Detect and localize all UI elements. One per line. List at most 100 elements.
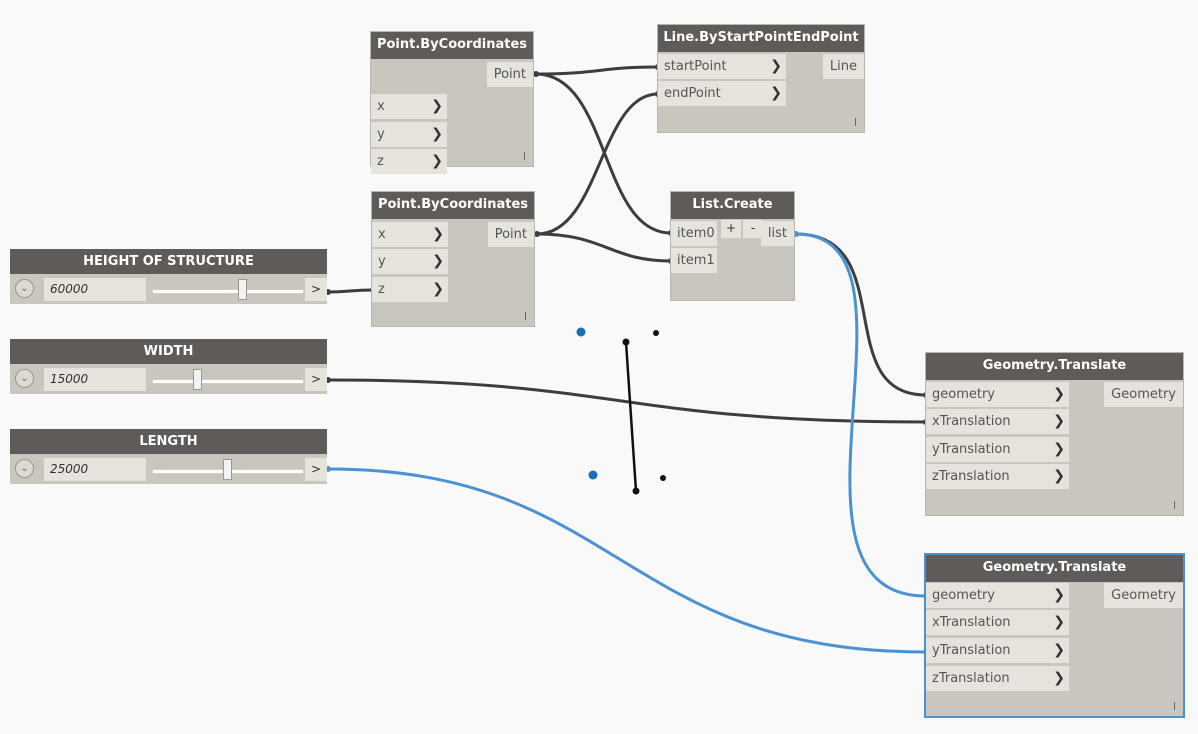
output-port-point[interactable]: Point [487, 222, 534, 247]
slider-value[interactable]: 15000 [44, 368, 146, 391]
chevron-right-icon: ❯ [770, 58, 782, 74]
slider-body: ⌄ 60000 > [10, 276, 327, 303]
node-title[interactable]: List.Create [671, 192, 794, 219]
resize-handle-icon[interactable] [855, 118, 856, 126]
slider-value[interactable]: 60000 [44, 278, 146, 301]
input-port-ztranslation[interactable]: zTranslation ❯ [926, 666, 1069, 691]
input-port-geometry[interactable]: geometry ❯ [926, 583, 1069, 608]
input-port-endpoint[interactable]: endPoint ❯ [658, 81, 786, 106]
length-slider[interactable]: LENGTH ⌄ 25000 > [10, 429, 327, 484]
input-port-y[interactable]: y ❯ [371, 122, 447, 147]
chevron-right-icon: ❯ [432, 253, 444, 269]
input-port-xtranslation[interactable]: xTranslation ❯ [926, 409, 1069, 434]
preview-point [660, 475, 666, 481]
line-by-start-point-end-point-node[interactable]: Line.ByStartPointEndPoint startPoint ❯ e… [658, 25, 864, 132]
node-title[interactable]: Geometry.Translate [926, 353, 1183, 380]
input-port-x[interactable]: x ❯ [372, 222, 448, 247]
input-port-ztranslation[interactable]: zTranslation ❯ [926, 464, 1069, 489]
slider-thumb[interactable] [193, 369, 202, 390]
output-port[interactable]: > [305, 368, 327, 391]
geometry-translate-node-1[interactable]: Geometry.Translate geometry ❯ xTranslati… [926, 353, 1183, 515]
add-input-button[interactable]: + [721, 220, 741, 238]
chevron-right-icon: ❯ [1053, 587, 1065, 603]
input-port-item0[interactable]: item0 [671, 221, 717, 246]
output-port-geometry[interactable]: Geometry [1104, 583, 1183, 608]
wire-point2-to-item1 [536, 232, 672, 263]
input-port-z[interactable]: z ❯ [371, 149, 447, 174]
port-label: y [378, 254, 386, 269]
geometry-translate-node-2[interactable]: Geometry.Translate geometry ❯ xTranslati… [924, 553, 1185, 718]
slider-track[interactable] [152, 289, 304, 294]
input-port-item1[interactable]: item1 [671, 248, 717, 273]
slider-title[interactable]: WIDTH [10, 339, 327, 364]
port-label: xTranslation [932, 414, 1011, 429]
height-of-structure-slider[interactable]: HEIGHT OF STRUCTURE ⌄ 60000 > [10, 249, 327, 304]
preview-point [632, 487, 640, 495]
slider-thumb[interactable] [238, 279, 247, 300]
preview-point [622, 338, 630, 346]
input-port-startpoint[interactable]: startPoint ❯ [658, 54, 786, 79]
output-port-point[interactable]: Point [486, 62, 533, 87]
output-port-geometry[interactable]: Geometry [1104, 382, 1183, 407]
slider-thumb[interactable] [223, 459, 232, 480]
port-label: yTranslation [932, 442, 1011, 457]
expand-chevron-icon[interactable]: ⌄ [15, 459, 34, 478]
chevron-right-icon: ❯ [1053, 642, 1065, 658]
point-by-coordinates-node-2[interactable]: Point.ByCoordinates x ❯ y ❯ z ❯ Point [372, 192, 534, 326]
input-port-ytranslation[interactable]: yTranslation ❯ [926, 437, 1069, 462]
preview-point-selected [588, 470, 598, 480]
wire-list-to-geometry1 [795, 232, 927, 397]
slider-track[interactable] [152, 379, 304, 384]
wire-height-to-z [327, 288, 374, 294]
slider-title[interactable]: LENGTH [10, 429, 327, 454]
expand-chevron-icon[interactable]: ⌄ [15, 279, 34, 298]
wire-list-to-geometry2 [795, 232, 927, 598]
port-label: geometry [932, 588, 996, 603]
port-dot [533, 71, 539, 77]
port-label: endPoint [664, 86, 721, 101]
resize-handle-icon[interactable] [1174, 702, 1175, 710]
list-create-node[interactable]: List.Create item0 item1 + - list [671, 192, 794, 300]
port-label: startPoint [664, 59, 727, 74]
preview-point [653, 330, 659, 336]
slider-title[interactable]: HEIGHT OF STRUCTURE [10, 249, 327, 274]
chevron-right-icon: ❯ [432, 226, 444, 242]
resize-handle-icon[interactable] [1174, 501, 1175, 509]
resize-handle-icon[interactable] [525, 312, 526, 320]
point-by-coordinates-node-1[interactable]: Point.ByCoordinates x ❯ y ❯ z ❯ Point [371, 32, 533, 174]
expand-chevron-icon[interactable]: ⌄ [15, 369, 34, 388]
output-port-line[interactable]: Line [822, 54, 864, 79]
output-port[interactable]: > [305, 278, 327, 301]
input-port-xtranslation[interactable]: xTranslation ❯ [926, 610, 1069, 635]
remove-input-button[interactable]: - [743, 220, 763, 238]
chevron-right-icon: ❯ [1053, 670, 1065, 686]
wire-width-to-xtranslation [327, 378, 927, 424]
chevron-right-icon: ❯ [431, 98, 443, 114]
input-port-y[interactable]: y ❯ [372, 249, 448, 274]
preview-point-selected [576, 327, 586, 337]
input-port-z[interactable]: z ❯ [372, 277, 448, 302]
input-port-x[interactable]: x ❯ [371, 94, 447, 119]
port-label: xTranslation [932, 615, 1011, 630]
slider-value[interactable]: 25000 [44, 458, 146, 481]
wire-point1-to-item0 [535, 72, 672, 235]
chevron-right-icon: ❯ [431, 126, 443, 142]
node-title[interactable]: Geometry.Translate [926, 555, 1183, 582]
input-port-geometry[interactable]: geometry ❯ [926, 382, 1069, 407]
output-port[interactable]: > [305, 458, 327, 481]
wire-point2-to-endpoint [536, 92, 659, 236]
chevron-right-icon: ❯ [1053, 468, 1065, 484]
wire-point1-to-startpoint [535, 65, 659, 76]
node-title[interactable]: Point.ByCoordinates [372, 192, 534, 219]
port-label: y [377, 127, 385, 142]
output-port-list[interactable]: list [760, 221, 794, 246]
width-slider[interactable]: WIDTH ⌄ 15000 > [10, 339, 327, 394]
input-port-ytranslation[interactable]: yTranslation ❯ [926, 638, 1069, 663]
chevron-right-icon: ❯ [770, 85, 782, 101]
node-title[interactable]: Line.ByStartPointEndPoint [658, 25, 864, 52]
resize-handle-icon[interactable] [524, 152, 525, 160]
chevron-right-icon: ❯ [1053, 614, 1065, 630]
slider-body: ⌄ 25000 > [10, 456, 327, 483]
node-title[interactable]: Point.ByCoordinates [371, 32, 533, 59]
